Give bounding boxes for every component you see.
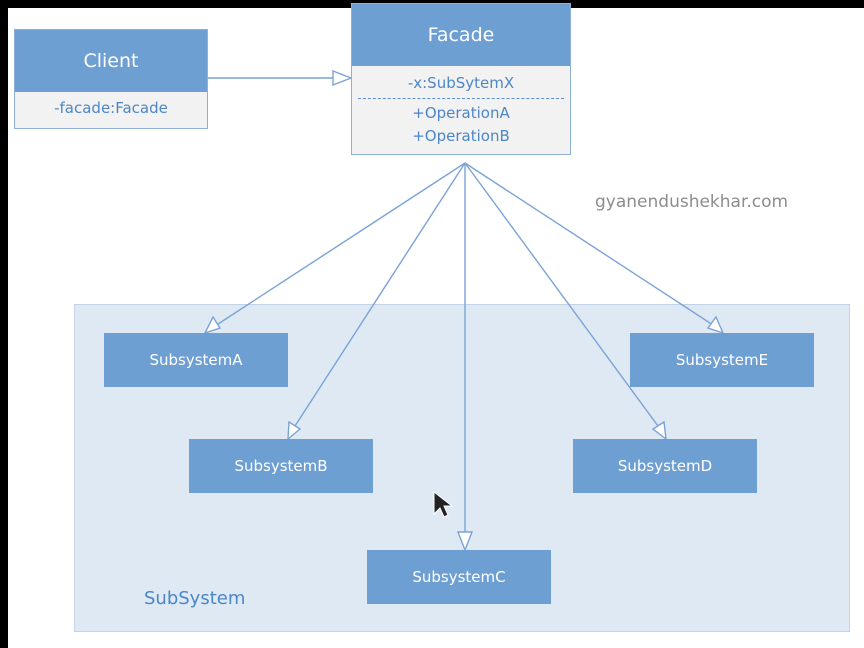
- arrowhead-subsystemD: [651, 420, 667, 441]
- subsystem-c[interactable]: SubsystemC: [367, 550, 551, 604]
- facade-operation-b: +OperationB: [412, 127, 510, 145]
- arrowhead-subsystemC: [456, 531, 474, 552]
- client-attribute: -facade:Facade: [54, 99, 168, 117]
- client-class-name: Client: [15, 30, 207, 92]
- facade-divider: [358, 98, 564, 99]
- subsystem-e[interactable]: SubsystemE: [630, 333, 814, 387]
- facade-operation-a: +OperationA: [412, 104, 510, 122]
- arrowhead-subsystemA: [203, 315, 222, 335]
- subsystem-a[interactable]: SubsystemA: [104, 333, 288, 387]
- edge-facade-subsystemE: [464, 162, 714, 326]
- subsystem-group-label: SubSystem: [144, 588, 246, 609]
- facade-class[interactable]: Facade -x:SubSytemX +OperationA +Operati…: [351, 3, 571, 155]
- edge-facade-subsystemD: [464, 162, 659, 427]
- facade-attribute: -x:SubSytemX: [407, 74, 515, 92]
- arrowhead-client-facade: [332, 69, 353, 87]
- subsystem-b[interactable]: SubsystemB: [189, 439, 373, 493]
- arrowhead-subsystemB: [287, 420, 302, 441]
- edge-facade-subsystemB: [294, 162, 466, 427]
- mouse-pointer-icon: [433, 490, 452, 518]
- client-class[interactable]: Client -facade:Facade: [14, 29, 208, 129]
- watermark-text: gyanendushekhar.com: [595, 192, 789, 212]
- edge-facade-subsystemA: [214, 162, 466, 327]
- subsystem-d[interactable]: SubsystemD: [573, 439, 757, 493]
- facade-class-name: Facade: [352, 4, 570, 66]
- arrowhead-subsystemE: [706, 315, 725, 335]
